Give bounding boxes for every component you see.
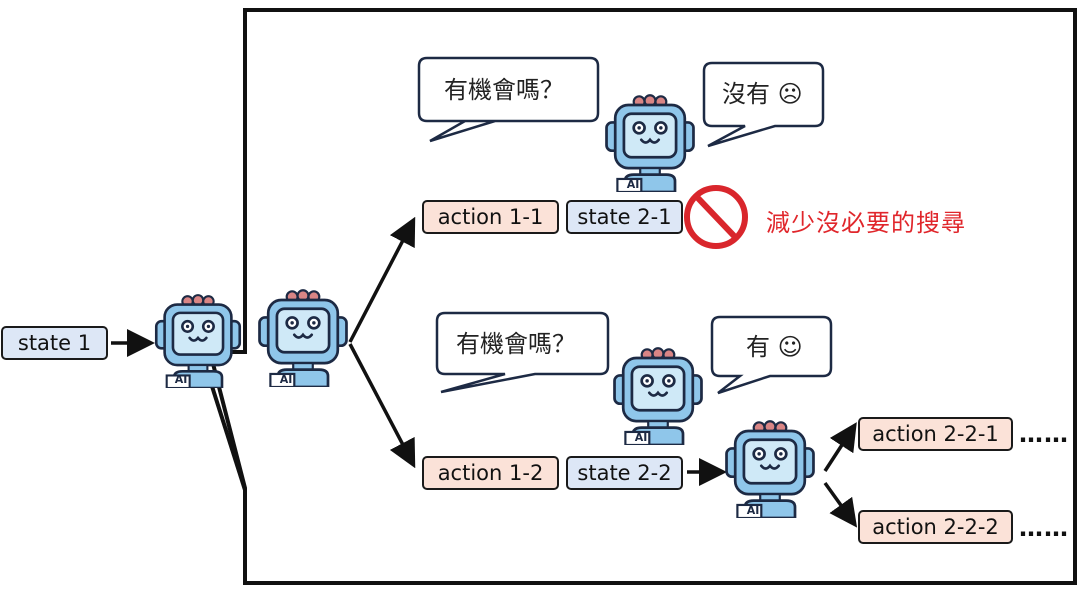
robot-root-label: AI	[175, 373, 188, 386]
robot-expand	[258, 288, 348, 387]
node-state-2-1: state 2-1	[566, 200, 683, 234]
node-state-2-2: state 2-2	[566, 456, 683, 490]
arrow-to-action-1-2	[348, 343, 416, 469]
bubble-answer-bottom-text: 有 ☺	[746, 333, 803, 361]
robot-evaluator-bottom	[613, 346, 703, 445]
arrow-to-action-1-1	[348, 216, 416, 343]
node-action-1-1: action 1-1	[422, 200, 559, 234]
prohibit-icon	[684, 185, 748, 249]
arrow-to-action-2-2-2	[823, 481, 858, 528]
bubble-question-top-text: 有機會嗎？	[444, 76, 564, 104]
robot-root	[154, 293, 242, 388]
speech-bubble-question-top	[417, 56, 600, 143]
node-state-1: state 1	[1, 326, 108, 360]
continuation-dots-2: ……	[1019, 514, 1069, 542]
node-action-1-2: action 1-2	[422, 456, 559, 490]
node-action-2-2-1: action 2-2-1	[858, 417, 1013, 451]
bubble-question-bottom-text: 有機會嗎？	[456, 330, 576, 358]
speech-bubble-question-bottom	[435, 311, 610, 394]
robot-expand-label: AI	[280, 373, 293, 386]
arrow-to-action-2-2-1	[823, 422, 857, 472]
speech-bubble-answer-top	[702, 61, 825, 148]
frame-border	[207, 8, 1077, 585]
robot-evaluator-bottom-label: AI	[635, 431, 648, 444]
node-action-2-2-2: action 2-2-2	[858, 510, 1013, 544]
prune-note: 減少沒必要的搜尋	[766, 209, 966, 237]
robot-expand-2-2	[725, 419, 815, 518]
frame-diagonal-lower	[208, 379, 247, 491]
robot-evaluator-top	[605, 93, 695, 192]
robot-expand-2-2-label: AI	[747, 504, 760, 517]
speech-bubble-answer-bottom	[710, 315, 833, 395]
robot-evaluator-top-label: AI	[627, 178, 640, 191]
bubble-answer-top-text: 沒有 ☹	[722, 80, 803, 108]
continuation-dots-1: ……	[1019, 420, 1069, 448]
